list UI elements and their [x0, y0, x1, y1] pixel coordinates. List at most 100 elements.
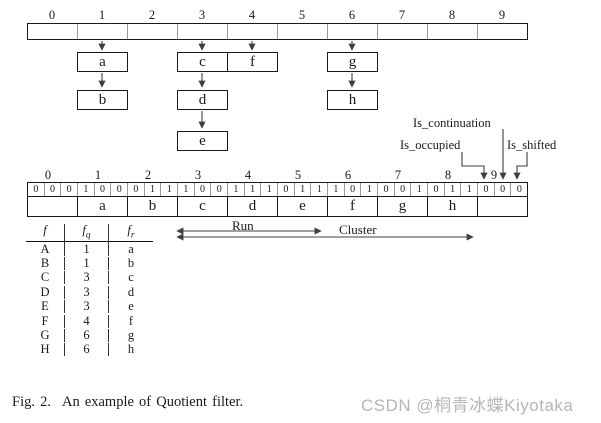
table-cell: 3	[64, 285, 109, 299]
box-e: e	[177, 131, 228, 151]
table-cell: E	[41, 299, 49, 314]
slot-index-top-2: 2	[148, 8, 156, 22]
bit-cell-1: 0	[45, 183, 62, 196]
bit-cell-29: 0	[516, 184, 522, 195]
remainder-cell-7: g	[378, 197, 428, 216]
label-is-continuation: Is_continuation	[413, 116, 491, 130]
slot-index-top-1: 1	[98, 8, 106, 22]
bit-cell-2: 0	[61, 183, 79, 196]
table-cell: 3	[64, 271, 109, 285]
remainder-cell-9	[478, 197, 527, 216]
table-cell: c	[128, 270, 134, 285]
slot-index-bottom-2: 2	[144, 168, 152, 182]
table-header-fr: fr	[127, 223, 135, 241]
slot-index-top-8: 8	[448, 8, 456, 22]
table-cell: f	[128, 313, 134, 328]
slot-index-bottom-6: 6	[344, 168, 352, 182]
box-c: c	[177, 52, 228, 72]
table-cell: C	[40, 270, 50, 285]
slot-cell-6	[328, 24, 378, 39]
table-cell: 1	[64, 242, 109, 256]
bit-cell-4: 0	[95, 183, 112, 196]
remainder-cell-2: b	[128, 197, 178, 216]
slot-cell-4	[228, 24, 278, 39]
table-cell: b	[127, 256, 135, 271]
slot-cell-8	[428, 24, 478, 39]
table-cell: 6	[64, 343, 109, 357]
bit-cell-15: 0	[278, 183, 295, 196]
slot-index-bottom-9: 9	[490, 168, 498, 182]
table-header-fq: fq	[64, 224, 109, 243]
bit-cell-13: 1	[245, 183, 262, 196]
slot-index-bottom-3: 3	[194, 168, 202, 182]
slot-index-top-9: 9	[498, 8, 506, 22]
box-h: h	[327, 90, 378, 110]
remainder-cell-0	[28, 197, 78, 216]
figure-caption-text: An example of Quotient filter.	[61, 394, 244, 410]
remainder-cell-1: a	[78, 197, 128, 216]
remainder-cell-8: h	[428, 197, 478, 216]
table-cell: g	[127, 328, 135, 343]
slot-cell-1	[78, 24, 128, 39]
slot-index-top-7: 7	[398, 8, 406, 22]
remainder-cell-3: c	[178, 197, 228, 216]
bit-cell-5: 0	[111, 183, 129, 196]
label-is-shifted: Is_shifted	[507, 138, 557, 152]
remainder-cell-6: f	[328, 197, 378, 216]
slot-cell-9	[478, 24, 527, 39]
label-cluster: Cluster	[339, 222, 377, 237]
bit-cell-9: 1	[178, 183, 195, 196]
table-cell: 1	[64, 257, 109, 271]
bit-cell-28: 0	[495, 183, 512, 196]
slot-index-bottom-5: 5	[294, 168, 302, 182]
bit-cell-12: 1	[228, 183, 245, 196]
bit-cell-3: 1	[78, 183, 95, 196]
slot-index-bottom-1: 1	[94, 168, 102, 182]
figure-caption: Fig. 2.An example of Quotient filter.	[12, 394, 243, 411]
table-cell: F	[41, 313, 49, 328]
bit-cell-8: 1	[161, 183, 179, 196]
slot-index-top-3: 3	[198, 8, 206, 22]
bit-cell-23: 1	[411, 183, 429, 196]
table-header-f: f	[43, 223, 47, 238]
slot-cell-7	[378, 24, 428, 39]
bit-cell-16: 1	[295, 183, 312, 196]
label-is-occupied: Is_occupied	[400, 138, 461, 152]
bit-cell-6: 0	[128, 183, 145, 196]
hash-slot-bar	[27, 23, 528, 40]
table-header-row: f fq fr	[26, 223, 153, 243]
bit-cell-20: 1	[361, 183, 379, 196]
remainder-cell-5: e	[278, 197, 328, 216]
table-cell: h	[127, 342, 135, 357]
table-cell: a	[128, 241, 134, 256]
bit-cell-24: 0	[428, 183, 445, 196]
bit-cell-18: 1	[328, 183, 345, 196]
table-cell: D	[40, 284, 50, 299]
box-f: f	[227, 52, 278, 72]
bit-cell-26: 1	[461, 183, 479, 196]
bit-cell-21: 0	[378, 183, 395, 196]
bit-cell-11: 0	[211, 183, 229, 196]
csdn-watermark: CSDN @桐青冰蝶Kiyotaka	[361, 396, 574, 415]
label-run: Run	[232, 218, 254, 233]
slot-index-bottom-4: 4	[244, 168, 252, 182]
bit-cell-14: 1	[261, 183, 279, 196]
slot-cell-0	[28, 24, 78, 39]
slot-index-top-5: 5	[298, 8, 306, 22]
table-cell: H	[40, 342, 50, 357]
slot-index-top-0: 0	[48, 8, 56, 22]
slot-index-top-6: 6	[348, 8, 356, 22]
bit-cell-22: 0	[395, 183, 412, 196]
bit-cell-0: 0	[28, 183, 45, 196]
slot-cell-2	[128, 24, 178, 39]
